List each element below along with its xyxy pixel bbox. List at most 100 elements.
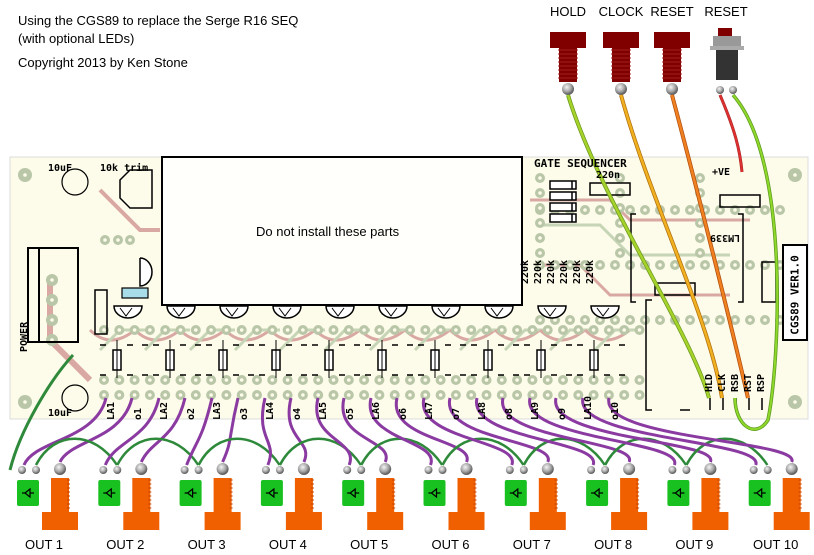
- led: [260, 480, 283, 506]
- led-lug: [261, 466, 270, 474]
- trace: [593, 328, 640, 352]
- ground-chain-wire: [34, 437, 119, 466]
- version-box: [782, 244, 808, 341]
- ground-chain-wire: [685, 437, 769, 466]
- led: [342, 480, 365, 506]
- led-lug: [505, 466, 514, 474]
- cap-220n-label: 220n: [596, 170, 621, 181]
- output-label-1: OUT 1: [24, 537, 64, 552]
- led-lug: [357, 466, 366, 474]
- led-lug: [682, 466, 691, 474]
- hold-label: HOLD: [549, 4, 587, 19]
- lm339-ic: [630, 213, 744, 303]
- capacitor-top: [61, 168, 89, 196]
- output-wire: [287, 397, 308, 463]
- output-pin-label: LA1: [106, 401, 117, 420]
- led-lug: [343, 466, 352, 474]
- exclusion-note: Do not install these parts: [256, 224, 400, 239]
- solder-lug: [562, 83, 574, 95]
- led-wire: [22, 397, 108, 466]
- output-jack-4: [260, 463, 322, 530]
- diode-icon: [265, 487, 278, 499]
- led-wire: [581, 397, 758, 466]
- output-jack-5: [342, 463, 404, 530]
- solder-lug: [541, 463, 554, 475]
- copyright-caption: Copyright 2013 by Ken Stone: [18, 55, 188, 70]
- led-lug: [99, 466, 108, 474]
- output-jack-2: [98, 463, 160, 530]
- output-wire: [554, 397, 712, 463]
- output-pin-label: o7: [450, 407, 462, 420]
- board-version: CGS89 VER1.0: [788, 255, 802, 335]
- led-wire: [528, 397, 676, 466]
- output-pin-label: LA5: [318, 401, 329, 420]
- output-wire: [139, 397, 187, 463]
- diode-icon: [753, 487, 766, 499]
- led-lug: [763, 466, 772, 474]
- ground-chain-wire: [278, 437, 362, 466]
- led-wire: [422, 397, 514, 466]
- output-pin-label: o5: [344, 407, 356, 420]
- output-pin-label: o1: [132, 407, 144, 420]
- led-lug: [194, 466, 203, 474]
- subtitle-caption: (with optional LEDs): [18, 31, 135, 46]
- output-wire: [394, 397, 469, 463]
- transistor-gate: [139, 257, 153, 287]
- trim-label: 10k trim: [100, 163, 149, 174]
- led-lug: [601, 466, 610, 474]
- led-lug: [587, 466, 596, 474]
- led-wire: [368, 397, 433, 466]
- output-pin-label: o2: [185, 407, 197, 420]
- clock-label: CLOCK: [598, 4, 644, 19]
- led: [504, 480, 527, 506]
- output-label-10: OUT 10: [753, 537, 799, 552]
- diode: [549, 191, 577, 201]
- led-wire: [185, 397, 214, 466]
- output-jack-10: [748, 463, 810, 530]
- control-pin-label: CLK: [717, 373, 728, 392]
- led: [748, 480, 771, 506]
- led-lug: [519, 466, 528, 474]
- output-wire: [501, 397, 631, 463]
- ground-chain-wire: [522, 437, 606, 466]
- output-pin-label: o9: [556, 407, 568, 420]
- diode: [549, 213, 577, 223]
- output-wire: [607, 397, 794, 463]
- output-label-2: OUT 2: [106, 537, 145, 552]
- solder-lug: [297, 463, 310, 475]
- led-lug: [438, 466, 447, 474]
- led-lug: [180, 466, 189, 474]
- led-lug: [18, 466, 26, 474]
- input-jack: [654, 32, 690, 95]
- led: [17, 480, 39, 506]
- output-label-6: OUT 6: [431, 537, 470, 552]
- output-jack-3: [179, 463, 241, 530]
- pcb-board: [9, 156, 809, 420]
- exclusion-zone: [161, 156, 523, 306]
- output-jack-6: [423, 463, 485, 530]
- diode-icon: [22, 487, 34, 499]
- diode-icon: [184, 487, 197, 499]
- led: [586, 480, 609, 506]
- control-pin-label: RSB: [730, 373, 741, 392]
- resistor-bank-label: 220k: [559, 259, 570, 284]
- output-jack-9: [667, 463, 729, 530]
- output-wire: [448, 397, 550, 463]
- led-lug: [749, 466, 758, 474]
- led-lug: [275, 466, 284, 474]
- solder-lug: [460, 463, 473, 475]
- diode-icon: [509, 487, 522, 499]
- solder-lug: [135, 463, 148, 475]
- led-lug: [424, 466, 433, 474]
- ground-chain-wire: [441, 437, 525, 466]
- output-pin-label: LA6: [371, 401, 382, 420]
- output-label-4: OUT 4: [268, 537, 307, 552]
- capacitor-bottom: [61, 384, 89, 412]
- solder-lug: [666, 83, 678, 95]
- output-pin-label: o4: [291, 407, 303, 420]
- led-lug: [668, 466, 677, 474]
- diode-icon: [591, 487, 604, 499]
- section-title: GATE SEQUENCER: [534, 157, 627, 170]
- cap-label-top: 10uF: [48, 163, 73, 174]
- led: [667, 480, 690, 506]
